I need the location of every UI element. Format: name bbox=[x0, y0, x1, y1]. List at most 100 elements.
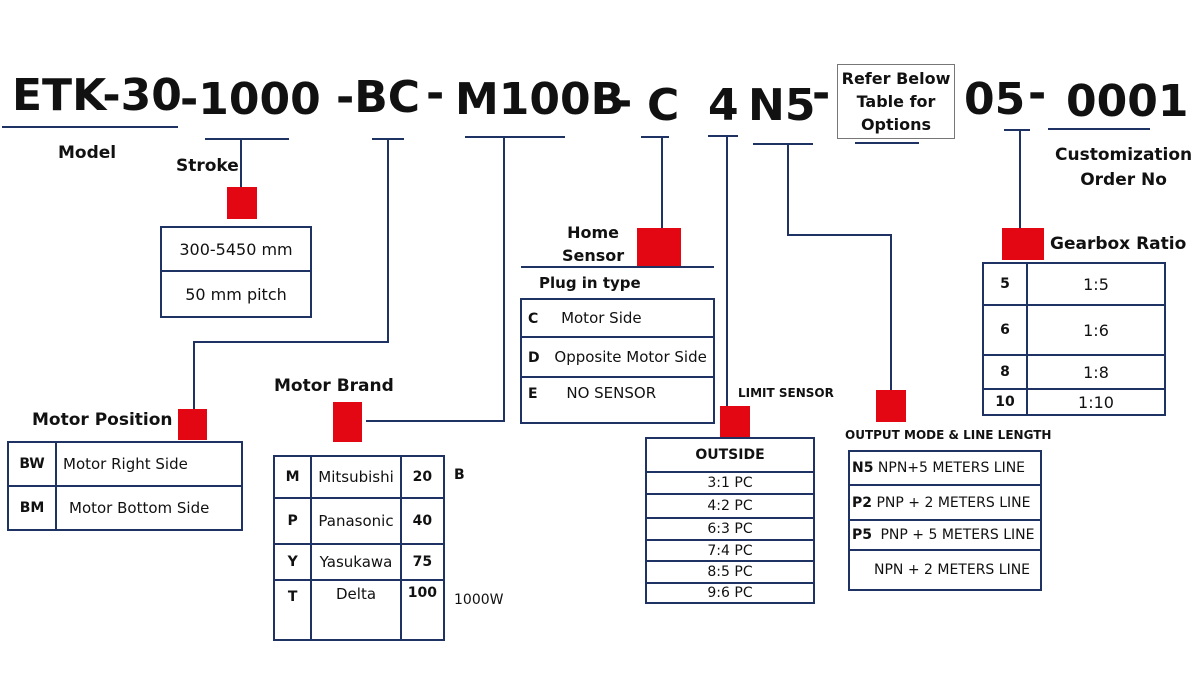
limit-option: 6:3 PC bbox=[645, 517, 815, 541]
refer-line: Options bbox=[860, 115, 932, 134]
brand-code: P bbox=[272, 497, 313, 545]
underline-model bbox=[2, 126, 178, 128]
table-row: 6:3 PC bbox=[645, 517, 815, 541]
connector-output-mode bbox=[787, 143, 789, 235]
refer-line: Table for bbox=[856, 92, 936, 111]
limit-option: 9:6 PC bbox=[645, 582, 815, 604]
table-row: E NO SENSOR bbox=[520, 376, 715, 424]
label-stroke: Stroke bbox=[176, 156, 239, 176]
option-code: E bbox=[528, 386, 538, 402]
table-row: 3:1 PC bbox=[645, 471, 815, 495]
marker-stroke bbox=[227, 187, 257, 219]
output-option: NPN + 2 METERS LINE bbox=[847, 549, 1043, 591]
home-sensor-table: Plug in type C Motor Side D Opposite Mot… bbox=[520, 266, 715, 424]
table-row: 9:6 PC bbox=[645, 582, 815, 604]
option-code: P2 bbox=[852, 494, 873, 511]
gear-ratio: 1:8 bbox=[1026, 354, 1166, 390]
brand-code: M bbox=[272, 455, 313, 499]
option-desc: PNP + 5 METERS LINE bbox=[880, 527, 1035, 543]
gear-ratio: 1:6 bbox=[1026, 304, 1166, 356]
brand-note: B bbox=[454, 467, 465, 483]
marker-home-sensor bbox=[637, 228, 681, 266]
brand-code: Y bbox=[272, 543, 313, 581]
limit-option: 4:2 PC bbox=[645, 493, 815, 519]
code-motor: M100B bbox=[455, 74, 625, 125]
output-mode-table: N5 NPN+5 METERS LINE P2 PNP + 2 METERS L… bbox=[847, 450, 1043, 591]
marker-motor-position bbox=[178, 409, 207, 440]
label-motor-brand: Motor Brand bbox=[274, 376, 394, 396]
brand-name: Yasukawa bbox=[310, 543, 402, 581]
brand-name: Panasonic bbox=[310, 497, 402, 545]
connector-stroke bbox=[240, 138, 242, 188]
brand-name: Mitsubishi bbox=[310, 455, 402, 499]
label-home-sensor: Home Sensor bbox=[562, 221, 624, 267]
code-dash: - bbox=[1028, 68, 1047, 119]
code-stroke: -1000 bbox=[180, 74, 321, 125]
marker-limit-sensor bbox=[720, 406, 750, 438]
label-model: Model bbox=[58, 143, 117, 163]
option-code: BM bbox=[7, 485, 57, 531]
stroke-range: 300-5450 mm bbox=[160, 226, 312, 272]
sensor-option: E NO SENSOR bbox=[520, 376, 715, 424]
output-option: P5 PNP + 5 METERS LINE bbox=[847, 519, 1043, 551]
code-gearbox: 05 bbox=[964, 74, 1026, 125]
gear-code: 6 bbox=[982, 304, 1028, 356]
connector-motor-position bbox=[193, 341, 389, 343]
connector-motor-position bbox=[193, 341, 195, 411]
label-motor-position: Motor Position bbox=[32, 410, 173, 430]
marker-gearbox bbox=[1002, 228, 1044, 260]
sensor-option: D Opposite Motor Side bbox=[520, 336, 715, 378]
code-limit-sensor: 4 bbox=[708, 80, 739, 131]
connector-output-mode bbox=[890, 234, 892, 390]
stroke-pitch: 50 mm pitch bbox=[160, 270, 312, 318]
option-code: BW bbox=[7, 441, 57, 487]
option-code: N5 bbox=[852, 460, 874, 476]
table-row: P Panasonic 40 bbox=[272, 497, 446, 545]
table-row: P2 PNP + 2 METERS LINE bbox=[847, 484, 1043, 521]
table-header-cell: OUTSIDE bbox=[645, 437, 815, 473]
brand-note: 1000W bbox=[454, 592, 504, 608]
label-customization: Customization Order No bbox=[1055, 143, 1192, 193]
marker-output-mode bbox=[876, 390, 906, 422]
motor-position-table: BW Motor Right Side BM Motor Bottom Side bbox=[7, 441, 243, 531]
label-line: Home bbox=[567, 223, 620, 242]
underline-order-no bbox=[1048, 128, 1150, 130]
underline-refer bbox=[855, 142, 919, 144]
brand-power: 75 bbox=[399, 543, 446, 581]
underline-output-mode bbox=[753, 143, 813, 145]
code-home-sensor: C bbox=[647, 80, 680, 131]
option-desc: PNP + 2 METERS LINE bbox=[876, 494, 1031, 511]
table-row: D Opposite Motor Side bbox=[520, 336, 715, 378]
table-row: 4:2 PC bbox=[645, 493, 815, 519]
gear-ratio: 1:10 bbox=[1026, 388, 1166, 416]
gear-ratio: 1:5 bbox=[1026, 262, 1166, 306]
limit-option: 7:4 PC bbox=[645, 539, 815, 562]
table-row: M Mitsubishi 20 bbox=[272, 455, 446, 499]
output-option: P2 PNP + 2 METERS LINE bbox=[847, 484, 1043, 521]
table-row: C Motor Side bbox=[520, 298, 715, 338]
connector-motor-position bbox=[387, 138, 389, 342]
label-output-mode: OUTPUT MODE & LINE LENGTH bbox=[845, 428, 1052, 442]
table-header-cell: Plug in type bbox=[521, 266, 714, 300]
option-desc: Motor Bottom Side bbox=[55, 485, 243, 531]
refer-line: Refer Below bbox=[841, 69, 951, 88]
code-output-mode: N5 bbox=[748, 80, 816, 131]
gear-code: 10 bbox=[982, 388, 1028, 416]
option-desc: Motor Right Side bbox=[55, 441, 243, 487]
table-row: Y Yasukawa 75 bbox=[272, 543, 446, 581]
brand-name: Delta bbox=[310, 579, 402, 641]
table-row: NPN + 2 METERS LINE bbox=[847, 549, 1043, 591]
label-line: Sensor bbox=[562, 246, 625, 265]
table-row: N5 NPN+5 METERS LINE bbox=[847, 450, 1043, 486]
connector-home-sensor bbox=[661, 136, 663, 229]
connector-limit-sensor bbox=[726, 135, 728, 407]
option-desc: NPN+5 METERS LINE bbox=[877, 460, 1026, 476]
label-limit-sensor: LIMIT SENSOR bbox=[738, 386, 834, 400]
table-row: T Delta 100 bbox=[272, 579, 446, 641]
label-gearbox: Gearbox Ratio bbox=[1050, 234, 1187, 254]
marker-motor-brand bbox=[333, 402, 362, 442]
underline-stroke bbox=[205, 138, 289, 140]
